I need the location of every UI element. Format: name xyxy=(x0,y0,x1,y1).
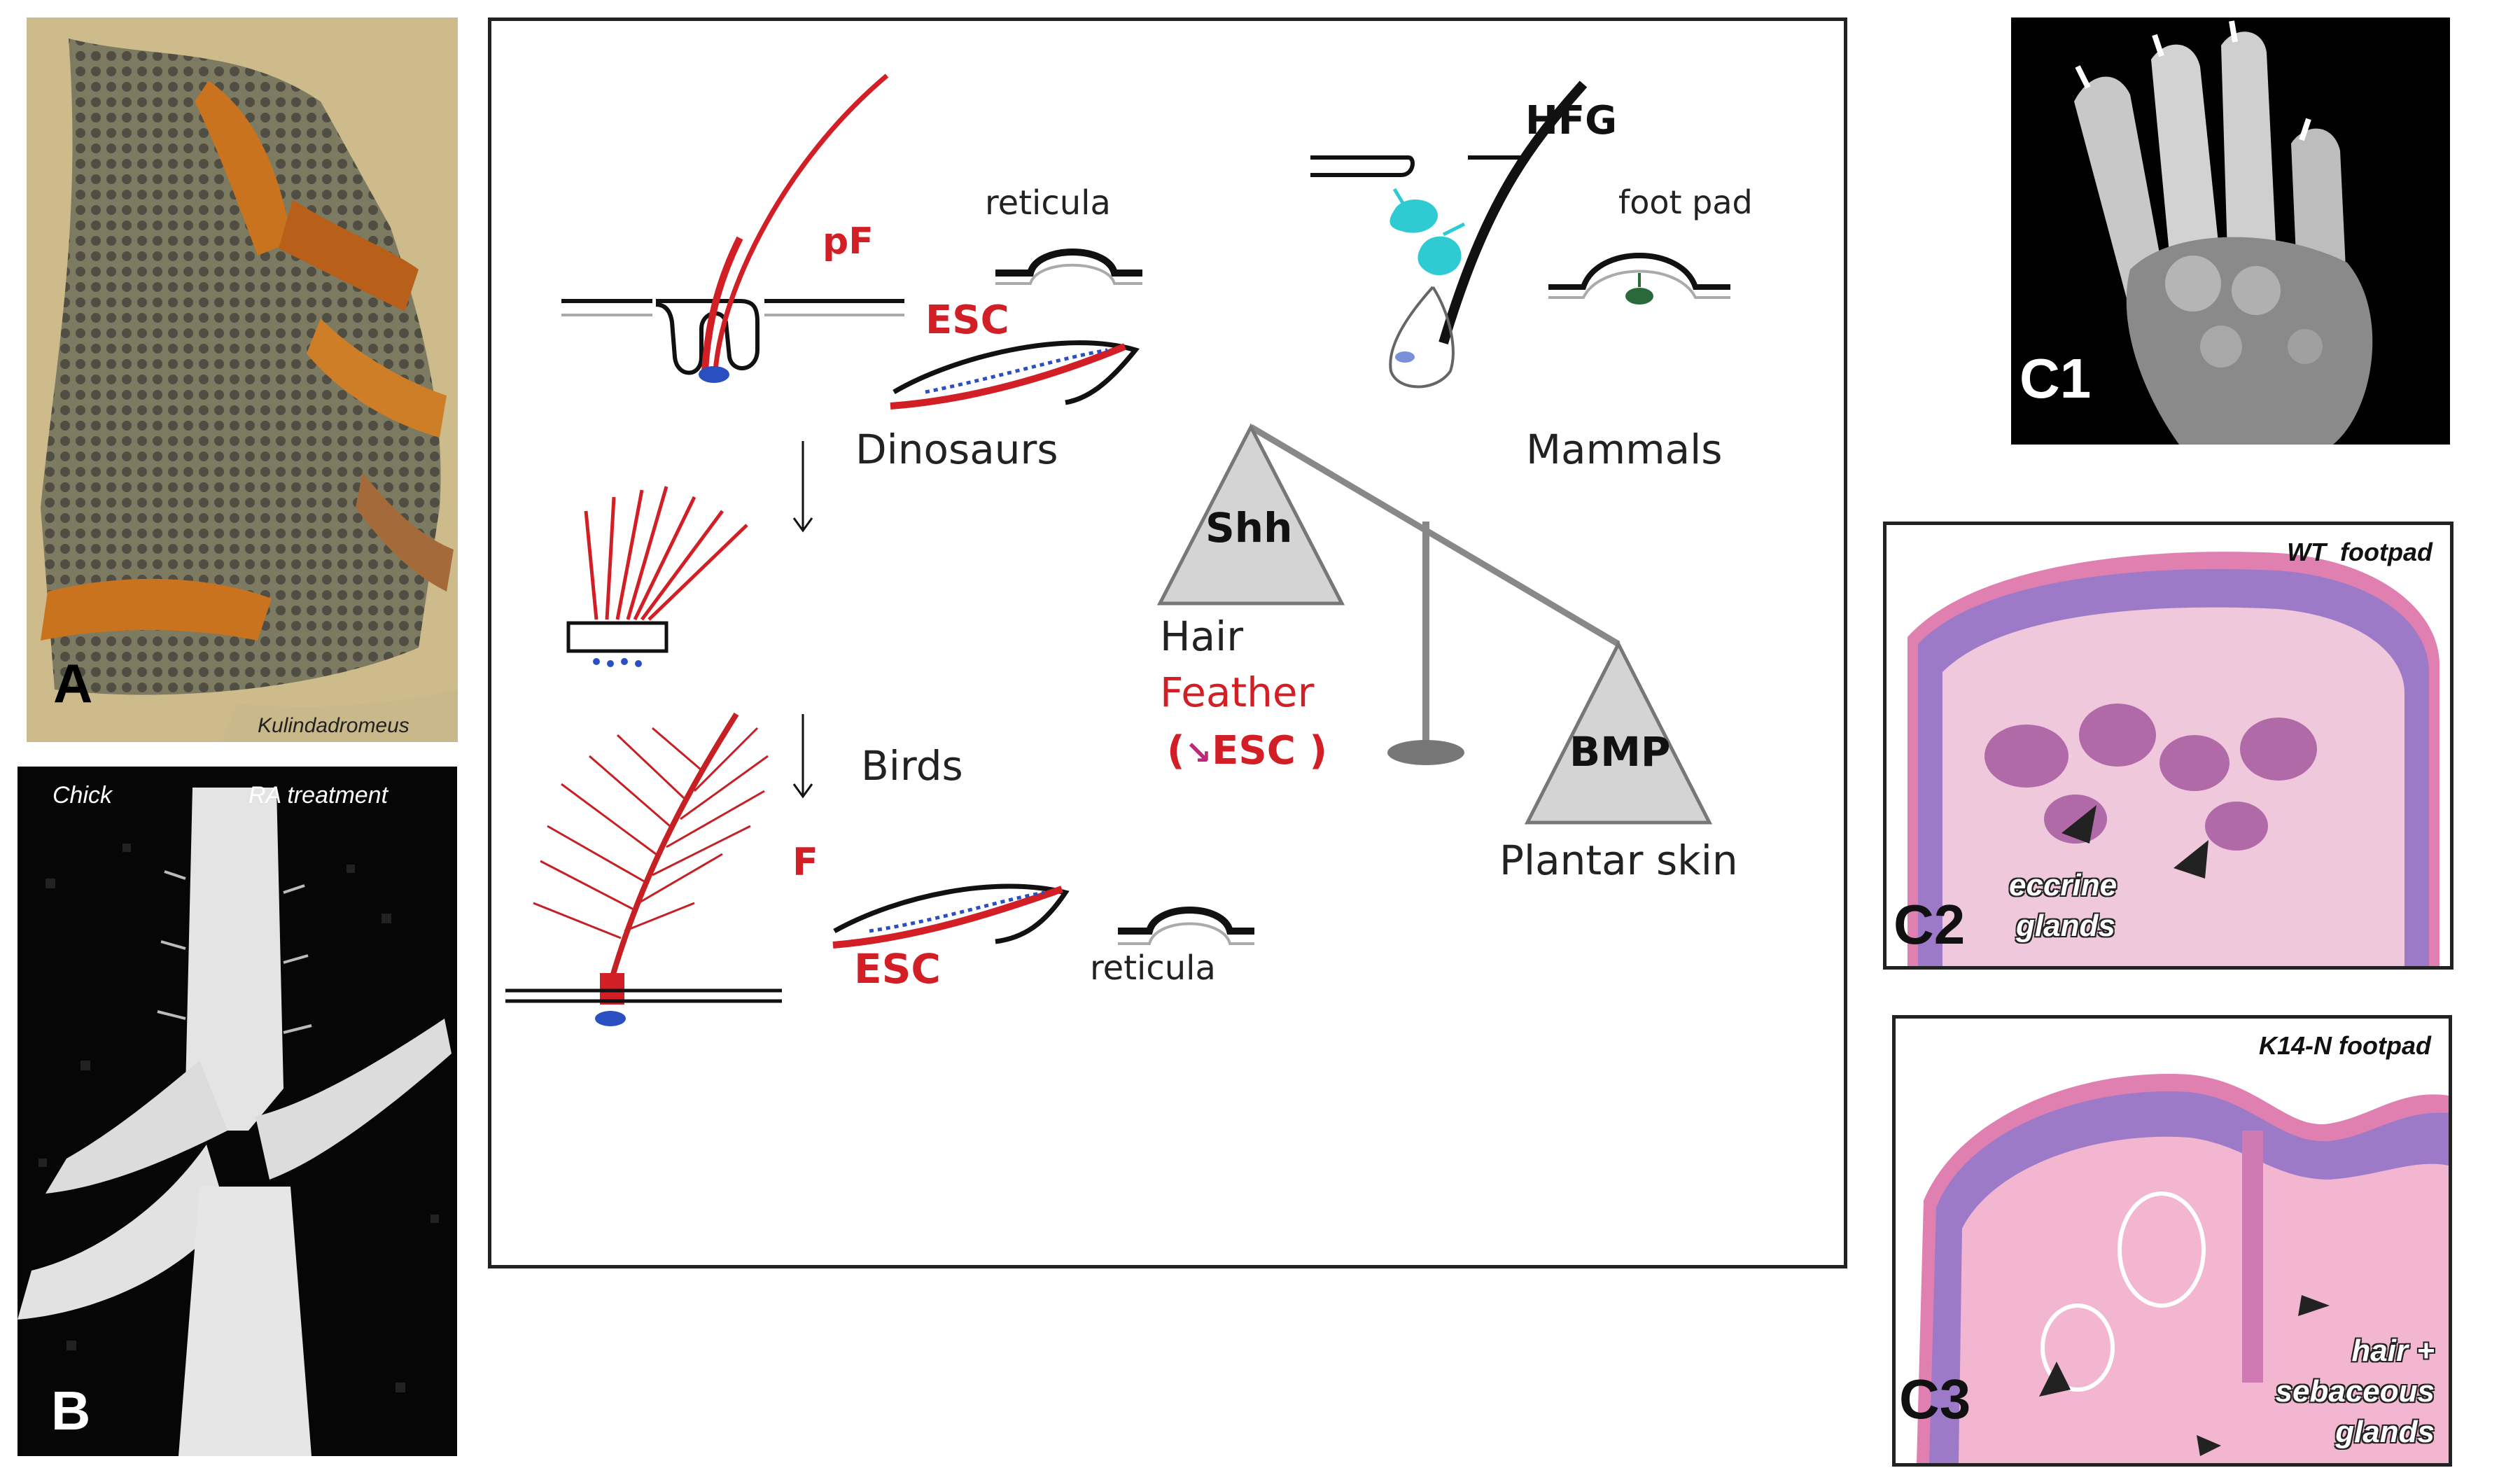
panel-b-chick-foot-photo: Chick RA treatment B xyxy=(18,767,457,1456)
panel-c3-annotation-line2: sebaceous xyxy=(2275,1374,2435,1408)
panel-c3-histology: K14-N footpad C3 hair + sebaceous glands xyxy=(1892,1015,2452,1467)
panel-c3-annotation-line1: hair + xyxy=(2351,1334,2435,1368)
panel-c1-letter: C1 xyxy=(2019,347,2092,410)
pennaceous-feather-drawing xyxy=(533,712,769,985)
label-mammals: Mammals xyxy=(1526,426,1723,473)
label-foot-pad: foot pad xyxy=(1618,183,1753,221)
foot-pad-drawing xyxy=(1548,253,1730,305)
paw-image xyxy=(2011,18,2450,445)
diagram-drawing xyxy=(505,74,1730,1026)
panel-a-fossil-photo: A Kulindadromeus xyxy=(27,18,458,742)
panel-c2-letter: C2 xyxy=(1893,893,1966,956)
panel-c3-annotation-line3: glands xyxy=(2335,1415,2435,1449)
label-esc-top: ESC xyxy=(925,298,1009,343)
panel-b-letter: B xyxy=(51,1380,91,1441)
panel-c3-title: K14-N footpad xyxy=(2259,1031,2431,1060)
panel-b-right-caption: RA treatment xyxy=(248,782,388,809)
panel-c3-letter: C3 xyxy=(1899,1368,1971,1430)
k14n-footpad-histology-image xyxy=(1896,1019,2449,1463)
esc-bottom-drawing xyxy=(832,883,1070,949)
reticula-top-drawing xyxy=(995,249,1142,285)
panel-a-letter: A xyxy=(53,652,93,714)
panel-c1-paw-photo: C1 xyxy=(2011,18,2450,445)
label-hfg: HFG xyxy=(1525,98,1618,144)
label-dinosaurs: Dinosaurs xyxy=(855,426,1058,473)
esc-paren-open: ( xyxy=(1167,728,1185,774)
fossil-image xyxy=(27,18,458,742)
evolution-diagram: pF reticula ESC Dinosaurs Birds F ESC re… xyxy=(488,18,1847,1268)
balance-scale-drawing xyxy=(1156,423,1713,825)
brush-feather-drawing xyxy=(584,486,748,621)
label-pf: pF xyxy=(822,221,874,263)
panel-b-left-caption: Chick xyxy=(52,782,113,809)
hfg-hair-follicle-drawing xyxy=(1310,81,1588,389)
label-reticula-top: reticula xyxy=(985,183,1111,223)
label-esc-bottom: ESC xyxy=(854,945,941,993)
panel-c2-histology: WT footpad C2 eccrine glands xyxy=(1883,522,2454,970)
reticula-bottom-drawing xyxy=(1118,907,1254,945)
label-birds: Birds xyxy=(861,742,963,790)
pf-follicle-drawing xyxy=(561,74,904,383)
esc-paren-close: ) xyxy=(1309,728,1327,774)
label-plantar-skin: Plantar skin xyxy=(1499,837,1738,884)
shh-triangle xyxy=(1156,423,1345,606)
esc-decrease-arrow-icon: ↘ xyxy=(1184,734,1212,771)
label-bmp: BMP xyxy=(1569,728,1671,776)
esc-top-drawing xyxy=(890,340,1140,410)
bmp-triangle xyxy=(1524,640,1713,825)
panel-c2-annotation-line1: eccrine xyxy=(2009,868,2118,902)
label-esc-arrow-group: (↘ESC ) xyxy=(1167,728,1327,774)
panel-c2-title: WT footpad xyxy=(2287,538,2432,566)
label-shh: Shh xyxy=(1205,504,1293,552)
wt-footpad-histology-image xyxy=(1886,525,2450,966)
label-feather: Feather xyxy=(1160,669,1315,716)
label-hair: Hair xyxy=(1160,613,1244,660)
panel-a-caption: Kulindadromeus xyxy=(258,714,410,737)
label-f: F xyxy=(792,840,818,884)
esc-mid-label: ESC xyxy=(1212,728,1296,774)
chick-foot-image xyxy=(18,767,457,1456)
label-reticula-bottom: reticula xyxy=(1090,949,1216,988)
panel-c2-annotation-line2: glands xyxy=(2016,909,2115,943)
